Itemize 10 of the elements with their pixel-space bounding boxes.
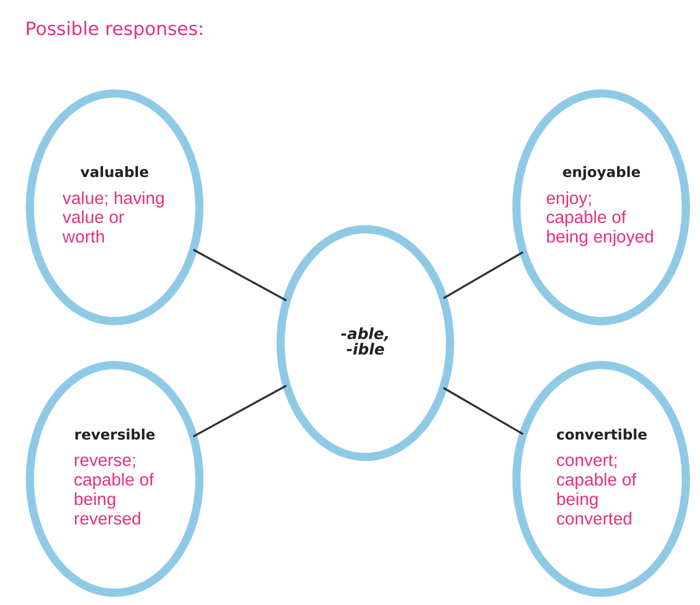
node-ellipse: -able, -ible — [276, 225, 454, 462]
connector — [442, 251, 524, 300]
connector — [192, 248, 286, 302]
node-ellipse: convertible convert; capable of being converted — [512, 360, 690, 597]
label: Possible responses: — [24, 19, 204, 40]
connector — [442, 387, 524, 435]
node-ellipse: reversible reverse; capable of being reversed — [25, 360, 203, 597]
node-ellipse: valuable value; having value or worth — [25, 89, 203, 326]
node-ellipse: enjoyable enjoy; capable of being enjoyed — [512, 89, 690, 326]
connector — [192, 384, 286, 438]
